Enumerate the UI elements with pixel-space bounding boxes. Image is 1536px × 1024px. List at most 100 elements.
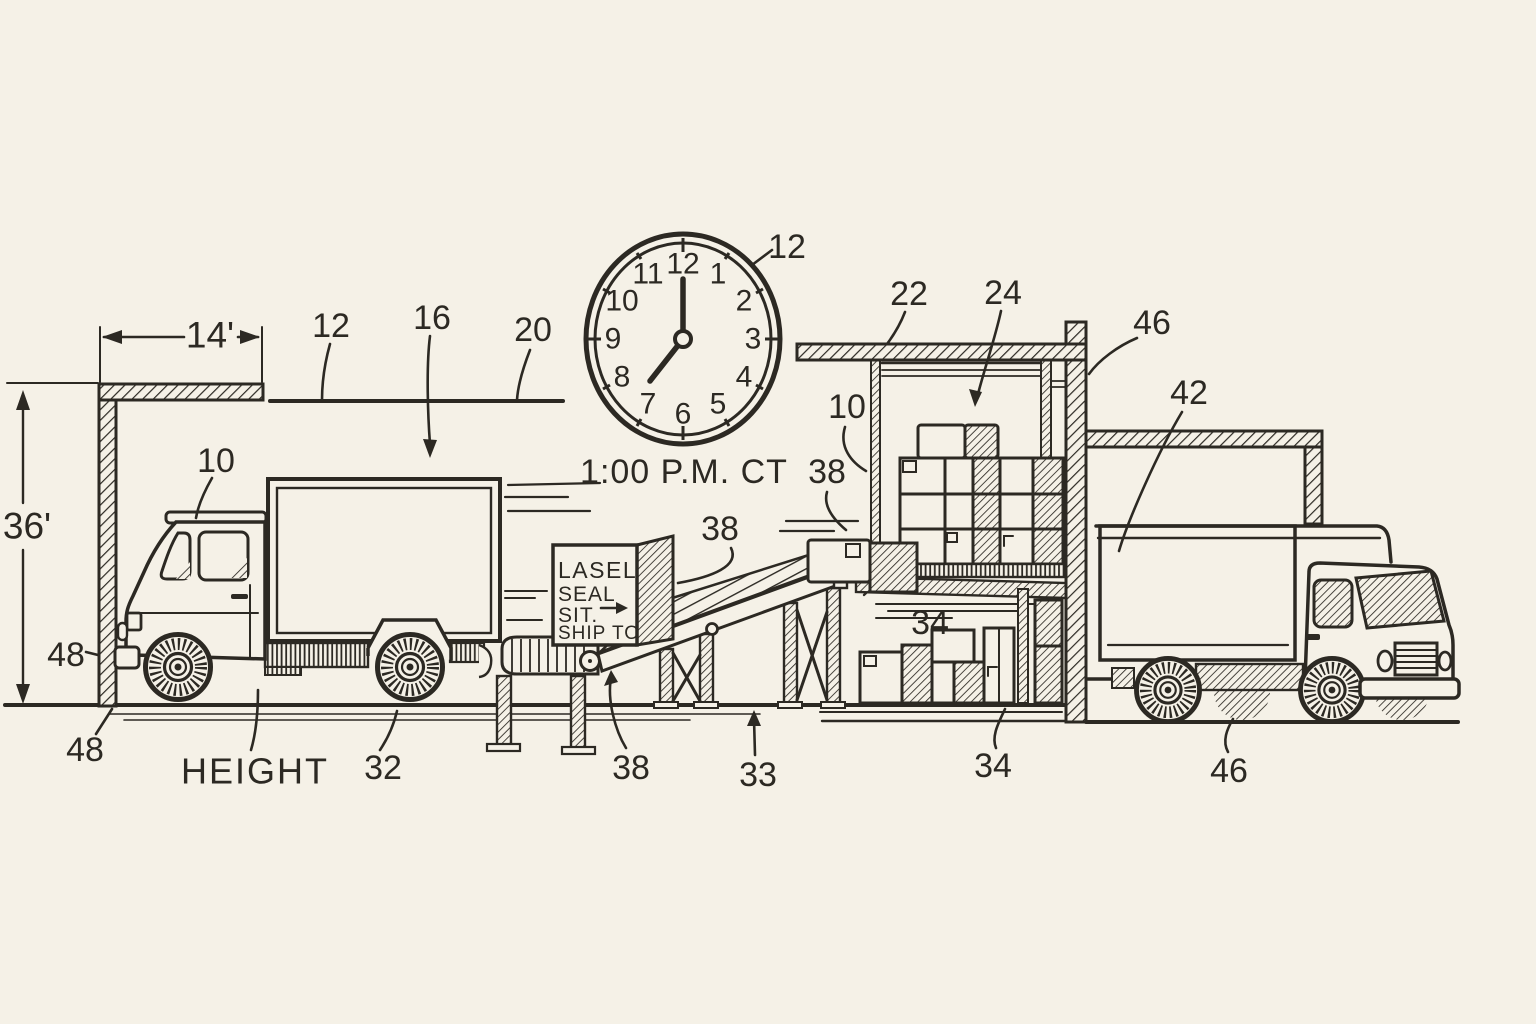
dimension-door-width: 14': [186, 315, 234, 356]
callout-48-upper: 48: [47, 636, 85, 674]
window-glare: [231, 558, 247, 578]
package-line3: SIT.: [558, 604, 598, 627]
headlight: [1376, 649, 1394, 673]
callout-16: 16: [413, 299, 451, 337]
marker-light: [116, 621, 129, 642]
package-side: [635, 534, 675, 647]
front-bumper: [113, 645, 141, 670]
right-lintel: [1084, 429, 1324, 449]
motion-lines: [503, 481, 602, 621]
trestle-foot: [693, 701, 719, 709]
warehouse-wall: [1064, 320, 1088, 724]
clock-numeral-6: 6: [675, 398, 692, 431]
chassis: [263, 641, 370, 669]
callout-38-dock: 38: [808, 453, 846, 491]
left-truck: [113, 477, 502, 700]
clock-numeral-3: 3: [745, 323, 762, 356]
callout-12: 12: [312, 307, 350, 345]
callout-42: 42: [1170, 374, 1208, 412]
cargo-box: [1098, 524, 1297, 662]
callout-38-package: 38: [701, 510, 739, 548]
conveyor-foot: [560, 745, 597, 756]
left-doorframe: [6, 326, 265, 708]
hitch: [1111, 667, 1135, 689]
callout-texts: 12 16 20 10 48 48 HEIGHT 32 38 38 33 38 …: [47, 274, 1248, 794]
clock-caption: 1:00 P.M. CT: [580, 453, 788, 491]
package-face: [551, 543, 639, 647]
callout-10-left: 10: [197, 442, 235, 480]
right-truck: [1086, 524, 1461, 722]
callout-38-conveyor: 38: [612, 749, 650, 787]
rear-wheel: [378, 635, 443, 700]
dock-packages: [778, 519, 919, 594]
callout-34-mid: 34: [911, 604, 949, 642]
right-doorframe: [1084, 429, 1324, 526]
callout-34-lower: 34: [974, 747, 1012, 785]
callout-33: 33: [739, 756, 777, 794]
cargo-box-cap: [1094, 524, 1393, 564]
clock-numeral-5: 5: [710, 388, 727, 421]
clock-numeral-7: 7: [640, 388, 657, 421]
front-bumper: [1358, 677, 1461, 700]
windshield: [1354, 569, 1446, 630]
label-height: HEIGHT: [181, 751, 329, 792]
callout-leaders: [84, 309, 1235, 757]
callout-48-lower: 48: [66, 731, 104, 769]
callout-24: 24: [984, 274, 1022, 312]
ship-arrow-icon: [616, 602, 628, 614]
trestle-leg: [825, 586, 842, 705]
clock-numeral-11: 11: [632, 258, 663, 291]
clock-numeral-10: 10: [605, 285, 638, 318]
package-line1: LASEL: [558, 557, 637, 583]
callout-32: 32: [364, 749, 402, 787]
grille-bars: [1396, 649, 1436, 669]
callout-10-right: 10: [828, 388, 866, 426]
door-handle: [1305, 634, 1320, 640]
chassis: [1194, 662, 1305, 692]
trestle-leg: [658, 647, 675, 705]
callout-46-lower: 46: [1210, 752, 1248, 790]
clock-hub: [673, 329, 693, 349]
lower-post: [1017, 588, 1029, 704]
wall-clock: 12 1 2 3 4 5 6 7 8 9 10 11 12 1:00 P.M. …: [580, 228, 806, 491]
ground-lines: [3, 703, 1460, 724]
trestle-foot: [820, 701, 846, 709]
trestle-leg: [698, 632, 715, 705]
callout-20: 20: [514, 311, 552, 349]
side-window: [197, 530, 250, 582]
trestle-foot: [777, 701, 803, 709]
mezzanine-post-left: [870, 357, 881, 545]
callout-22: 22: [890, 275, 928, 313]
headlight: [1437, 650, 1453, 672]
arrowhead-up: [16, 390, 30, 410]
right-post: [1303, 445, 1324, 526]
height-dimension: 36': [3, 390, 51, 704]
labeled-package: LASEL SEAL SIT. SHIP TO: [551, 534, 675, 647]
rear-wheel: [1136, 658, 1199, 721]
callout-arrowheads: [423, 389, 982, 726]
side-window: [1312, 578, 1354, 629]
headlight: [125, 611, 143, 632]
mud-flap: [478, 643, 493, 679]
clock-numeral-12: 12: [666, 248, 699, 281]
arrowhead-left: [102, 330, 122, 344]
dimension-door-height: 36': [3, 506, 51, 547]
clock-numeral-9: 9: [605, 323, 622, 356]
warehouse-roof-beam: [795, 342, 1088, 362]
upper-storage-boxes: [898, 423, 1065, 566]
clock-numerals: 12 1 2 3 4 5 6 7 8 9 10 11: [605, 248, 762, 431]
door-lintel: [97, 382, 265, 402]
pallet-shelf: [901, 562, 1067, 579]
clock-ticks: [587, 238, 779, 440]
cargo-box: [266, 477, 502, 643]
conveyor-leg: [569, 674, 587, 751]
callout-clock-12: 12: [768, 228, 806, 266]
lower-storage-boxes: [858, 598, 1064, 705]
trestle-leg: [782, 601, 799, 705]
beam-bolt: [705, 622, 719, 636]
door-post: [97, 382, 118, 708]
arrowhead-right: [240, 330, 260, 344]
grille: [1393, 641, 1439, 677]
